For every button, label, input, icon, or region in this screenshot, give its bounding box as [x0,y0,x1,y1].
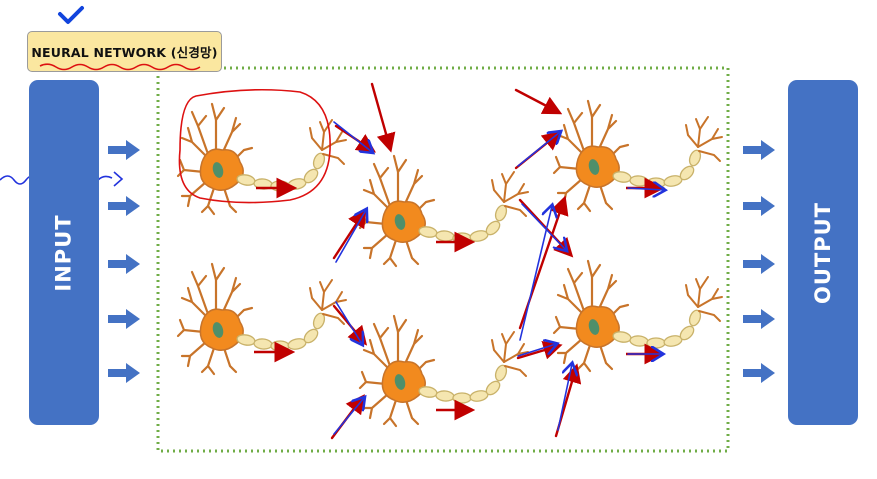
output-box: OUTPUT [788,80,858,425]
arrow-right-icon [743,196,775,216]
arrow-right-icon [108,309,140,329]
arrow-right-icon [743,254,775,274]
title-box: NEURAL NETWORK (신경망) [27,31,222,72]
neuron-icon [552,99,724,213]
checkmark-icon [58,6,84,24]
arrow-right-icon [743,309,775,329]
neuron-icon [176,262,348,376]
neuron-icon [358,154,530,268]
arrow-right-icon [108,140,140,160]
input-arrows [108,140,140,383]
arrow-right-icon [108,196,140,216]
diagram-title: NEURAL NETWORK (신경망) [31,45,218,60]
network-boundary [156,66,730,453]
arrow-right-icon [743,140,775,160]
arrow-right-icon [743,363,775,383]
connections [330,82,664,440]
neuron-icon [176,102,348,216]
input-label: INPUT [52,213,77,292]
highlight-circle [178,88,331,204]
output-arrows [743,140,775,383]
arrow-right-icon [108,254,140,274]
input-box: INPUT [29,80,99,425]
arrow-right-icon [108,363,140,383]
neurons [176,99,724,428]
output-label: OUTPUT [811,201,835,304]
signal-arrows [254,177,666,421]
